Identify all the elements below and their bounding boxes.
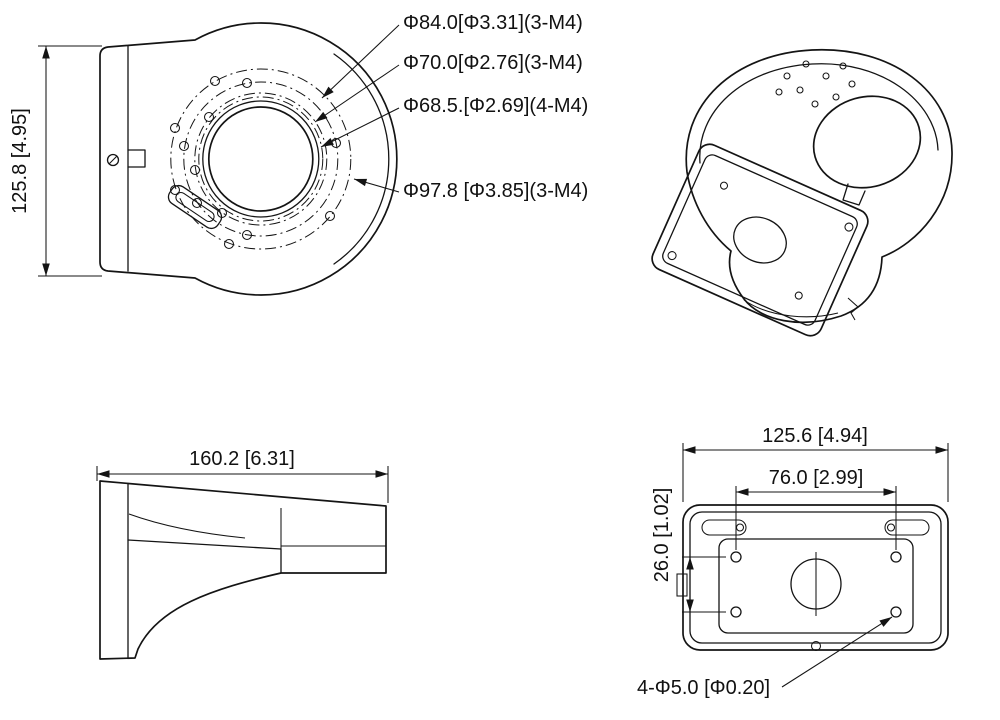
front-view: 125.8 [4.95]: [9, 12, 588, 296]
front-view-screw-holes: [169, 75, 342, 250]
front-view-bolt-circles: [170, 68, 352, 250]
bottom-view-center-hole: [790, 552, 842, 616]
side-view-width-dimension: 160.2 [6.31]: [96, 448, 389, 503]
perspective-screw-dots: [775, 60, 856, 108]
front-view-callout-leaders: [314, 24, 400, 193]
perspective-mounting-plate: [651, 143, 869, 337]
bottom-hole-width-dim-label: 76.0 [2.99]: [769, 467, 864, 489]
hole-callout-label: 4-Φ5.0 [Φ0.20]: [637, 677, 770, 699]
front-view-cable-tab: [167, 184, 223, 230]
front-height-dim-label: 125.8 [4.95]: [9, 108, 31, 214]
bottom-hole-height-dim-label: 26.0 [1.02]: [651, 488, 673, 583]
bottom-view: 125.6 [4.94] 76.0 [2.99] 26.0 [1.02]: [637, 425, 949, 699]
perspective-view: [651, 49, 953, 337]
callout-bolt-circle-70: Φ70.0[Φ2.76](3-M4): [403, 52, 583, 74]
callout-bolt-circle-68-5: Φ68.5.[Φ2.69](4-M4): [403, 95, 588, 117]
bottom-view-hole-callout: 4-Φ5.0 [Φ0.20]: [637, 616, 893, 699]
perspective-clip-hook: [847, 297, 859, 321]
bottom-view-hole-height-dimension: 26.0 [1.02]: [651, 488, 726, 613]
bottom-view-overall-width-dimension: 125.6 [4.94]: [682, 425, 949, 502]
bottom-view-mount-holes: [730, 551, 902, 618]
side-view-part-outline: [99, 480, 387, 660]
front-view-part-outline: [99, 22, 398, 296]
bottom-overall-width-dim-label: 125.6 [4.94]: [762, 425, 868, 447]
side-view: 160.2 [6.31]: [96, 448, 389, 660]
front-view-height-dimension: 125.8 [4.95]: [9, 45, 102, 277]
side-width-dim-label: 160.2 [6.31]: [189, 448, 295, 470]
perspective-body: [685, 49, 953, 324]
callout-bolt-circle-97-8: Φ97.8 [Φ3.85](3-M4): [403, 180, 588, 202]
bottom-view-hole-width-dimension: 76.0 [2.99]: [735, 467, 897, 550]
bottom-view-part-outline: [676, 504, 949, 652]
front-view-callout-labels: Φ84.0[Φ3.31](3-M4) Φ70.0[Φ2.76](3-M4) Φ6…: [403, 12, 588, 202]
front-view-center-hole: [202, 100, 320, 218]
callout-bolt-circle-84: Φ84.0[Φ3.31](3-M4): [403, 12, 583, 34]
